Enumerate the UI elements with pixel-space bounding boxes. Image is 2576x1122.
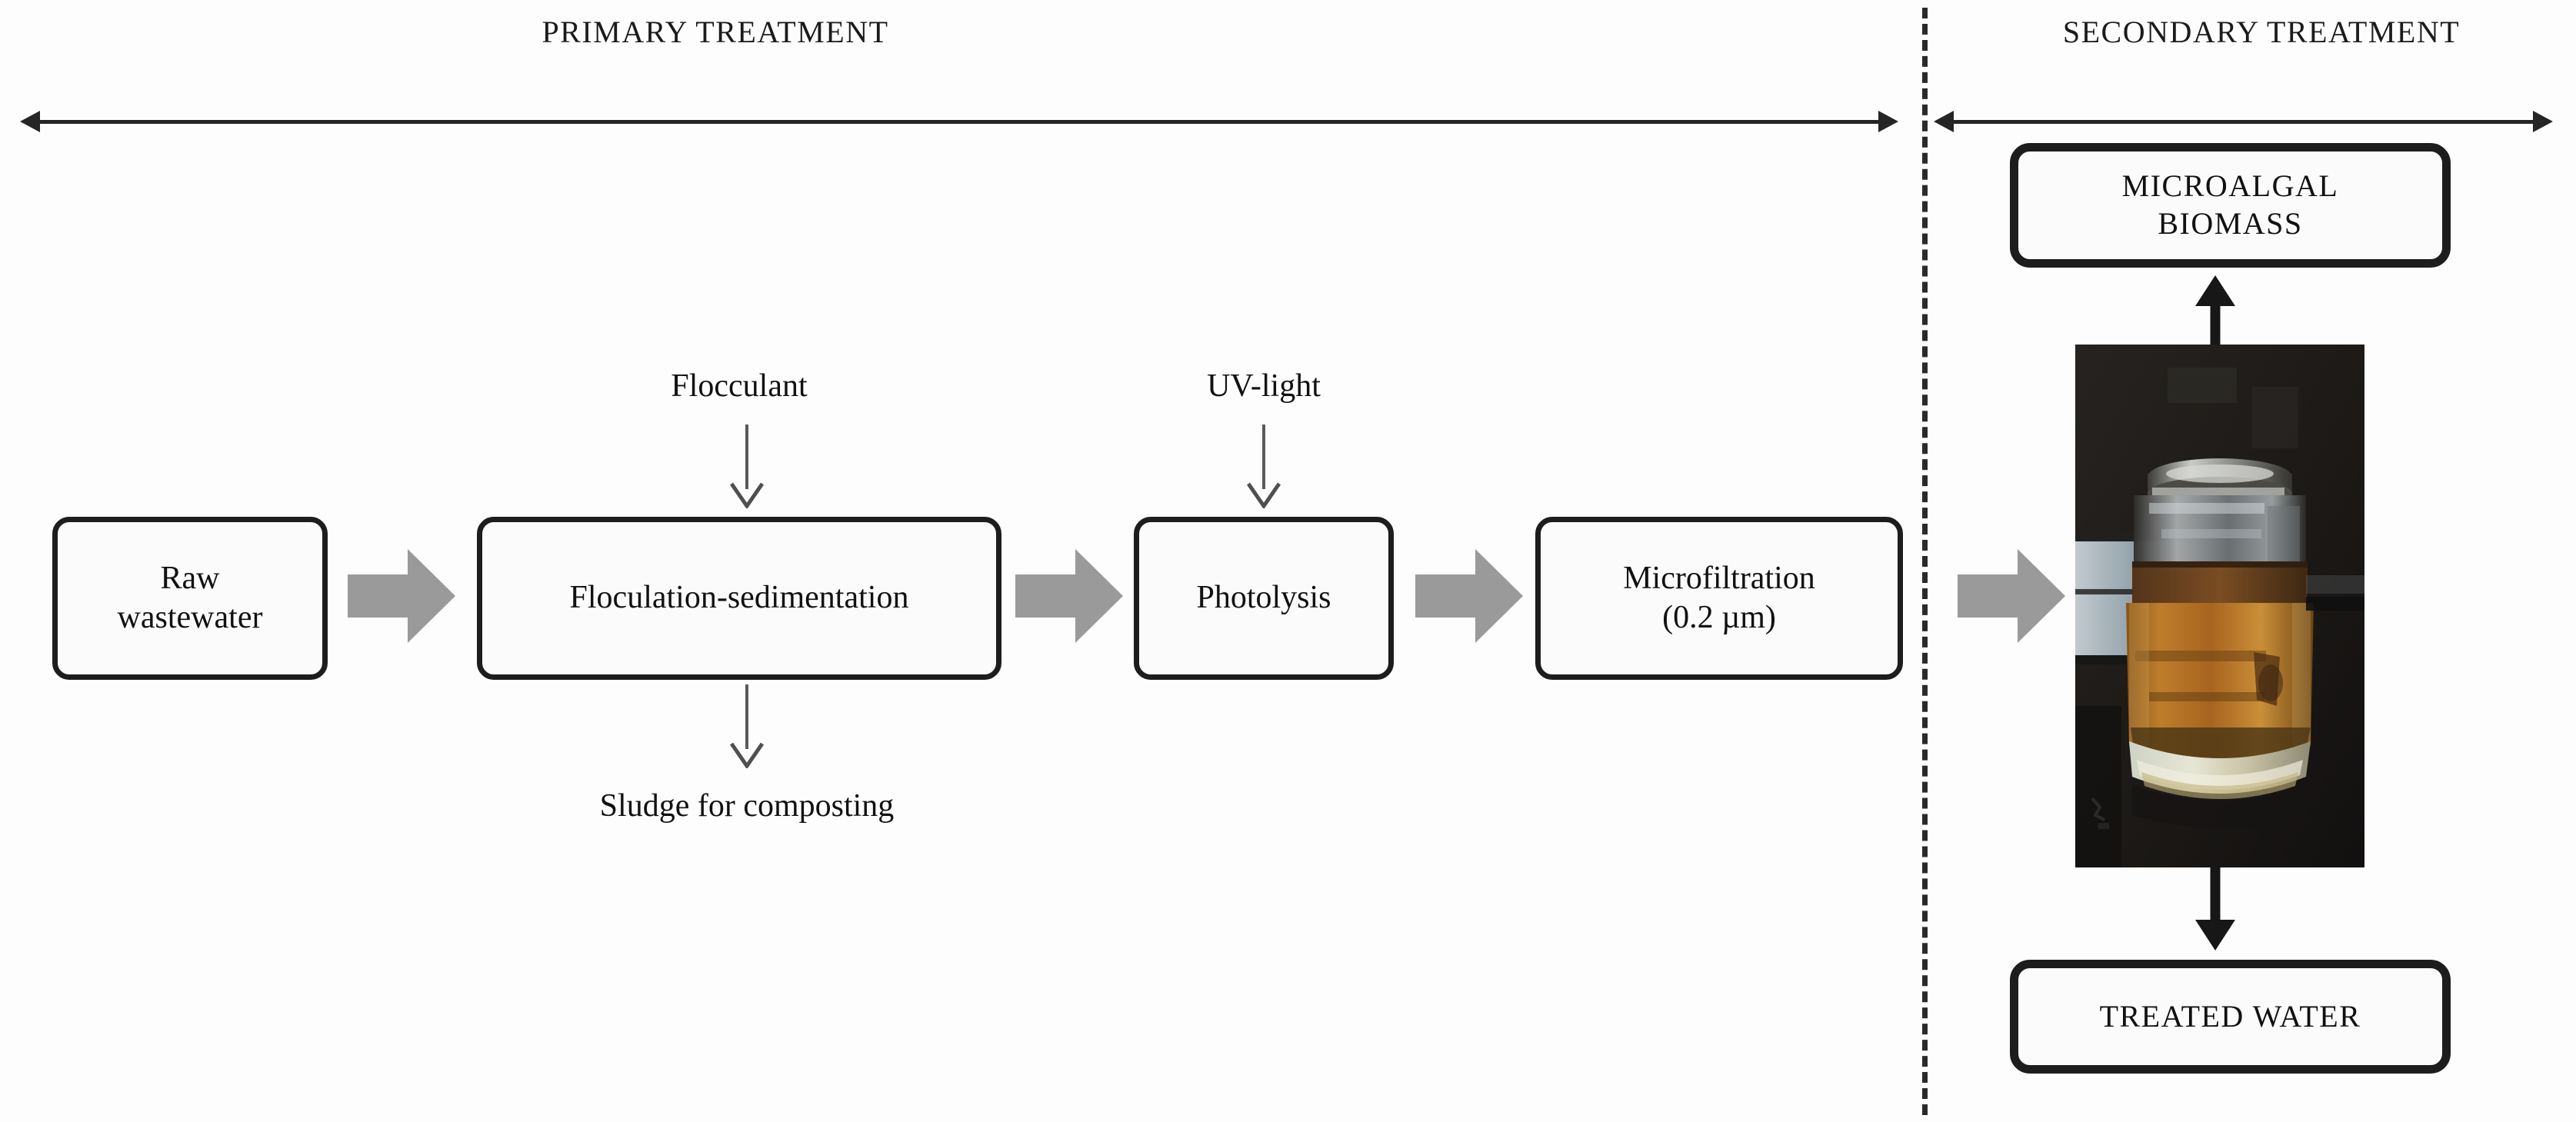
arrow-shaft (2210, 867, 2221, 924)
microalgal-biomass-line-1: MICROALGAL (2121, 168, 2339, 204)
process-box-raw-wastewater[interactable]: Raw wastewater (52, 517, 328, 680)
secondary-treatment-span-arrow (1934, 106, 2553, 137)
process-box-microalgal-biomass[interactable]: MICROALGAL BIOMASS (2010, 143, 2451, 268)
flocculant-input-arrow (693, 424, 801, 512)
arrow-shaft (2210, 301, 2221, 348)
microfiltration-line-2: (0.2 µm) (1662, 600, 1776, 635)
stream-label-flocculant: Flocculant (671, 368, 808, 404)
microalgal-culture-photo (2075, 345, 2364, 867)
arrow-head-down-icon (1246, 482, 1281, 512)
arrow-head-down-icon (729, 482, 765, 512)
photolysis-label: Photolysis (1196, 580, 1331, 616)
arrow-head-up-icon (2195, 275, 2235, 306)
section-title-primary: PRIMARY TREATMENT (542, 15, 889, 49)
microalgal-biomass-line-2: BIOMASS (2158, 206, 2303, 241)
arrow-shaft (1951, 120, 2536, 124)
process-box-treated-water[interactable]: TREATED WATER (2010, 960, 2451, 1074)
treatment-stage-divider (1922, 8, 1928, 1115)
arrow-photo-to-microalgal-biomass (2192, 275, 2238, 348)
primary-treatment-span-arrow (20, 106, 1898, 137)
section-title-secondary: SECONDARY TREATMENT (2062, 15, 2461, 49)
raw-wastewater-line-2: wastewater (117, 600, 263, 635)
arrow-head-down-icon (729, 742, 765, 772)
sludge-output-arrow (693, 684, 801, 772)
flow-arrow-floculation-to-photolysis-icon (1015, 549, 1123, 643)
arrow-shaft (1262, 424, 1265, 489)
arrow-head-right-icon (2533, 111, 2553, 132)
raw-wastewater-line-1: Raw (160, 560, 220, 596)
arrow-shaft (745, 684, 748, 749)
floculation-label: Floculation-sedimentation (569, 580, 909, 616)
arrow-head-down-icon (2195, 920, 2235, 951)
arrow-head-left-icon (20, 111, 40, 132)
arrow-shaft (37, 120, 1881, 124)
uv-light-input-arrow (1210, 424, 1318, 512)
process-box-photolysis[interactable]: Photolysis (1134, 517, 1394, 680)
process-box-floculation-sedimentation[interactable]: Floculation-sedimentation (477, 517, 1001, 680)
arrow-head-left-icon (1934, 111, 1954, 132)
stream-label-uv-light: UV-light (1207, 368, 1321, 404)
stream-label-sludge-for-composting: Sludge for composting (599, 788, 895, 824)
treated-water-label: TREATED WATER (2099, 998, 2361, 1034)
flow-arrow-microfiltration-to-photobioreactor-icon (1958, 549, 2065, 643)
microfiltration-line-1: Microfiltration (1623, 560, 1815, 596)
arrow-shaft (745, 424, 748, 489)
process-box-microfiltration[interactable]: Microfiltration (0.2 µm) (1535, 517, 1903, 680)
arrow-head-right-icon (1878, 111, 1898, 132)
flow-arrow-photolysis-to-microfiltration-icon (1415, 549, 1523, 643)
arrow-photo-to-treated-water (2192, 867, 2238, 951)
flow-arrow-raw-to-floculation-icon (348, 549, 455, 643)
